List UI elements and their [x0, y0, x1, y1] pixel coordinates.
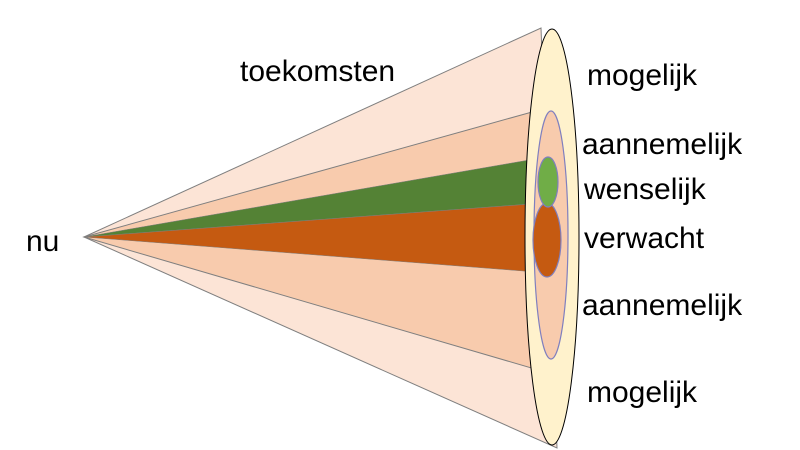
label-possible-top: mogelijk — [587, 59, 698, 92]
label-now: nu — [26, 225, 59, 258]
label-futures: toekomsten — [240, 55, 395, 88]
probable-end-ellipse — [532, 202, 562, 278]
label-possible-bottom: mogelijk — [587, 376, 698, 409]
label-plausible-bottom: aannemelijk — [582, 289, 743, 322]
label-preferable: wenselijk — [583, 173, 707, 206]
preferable-end-ellipse — [537, 156, 559, 208]
label-probable: verwacht — [584, 222, 705, 255]
label-plausible-top: aannemelijk — [582, 128, 743, 161]
